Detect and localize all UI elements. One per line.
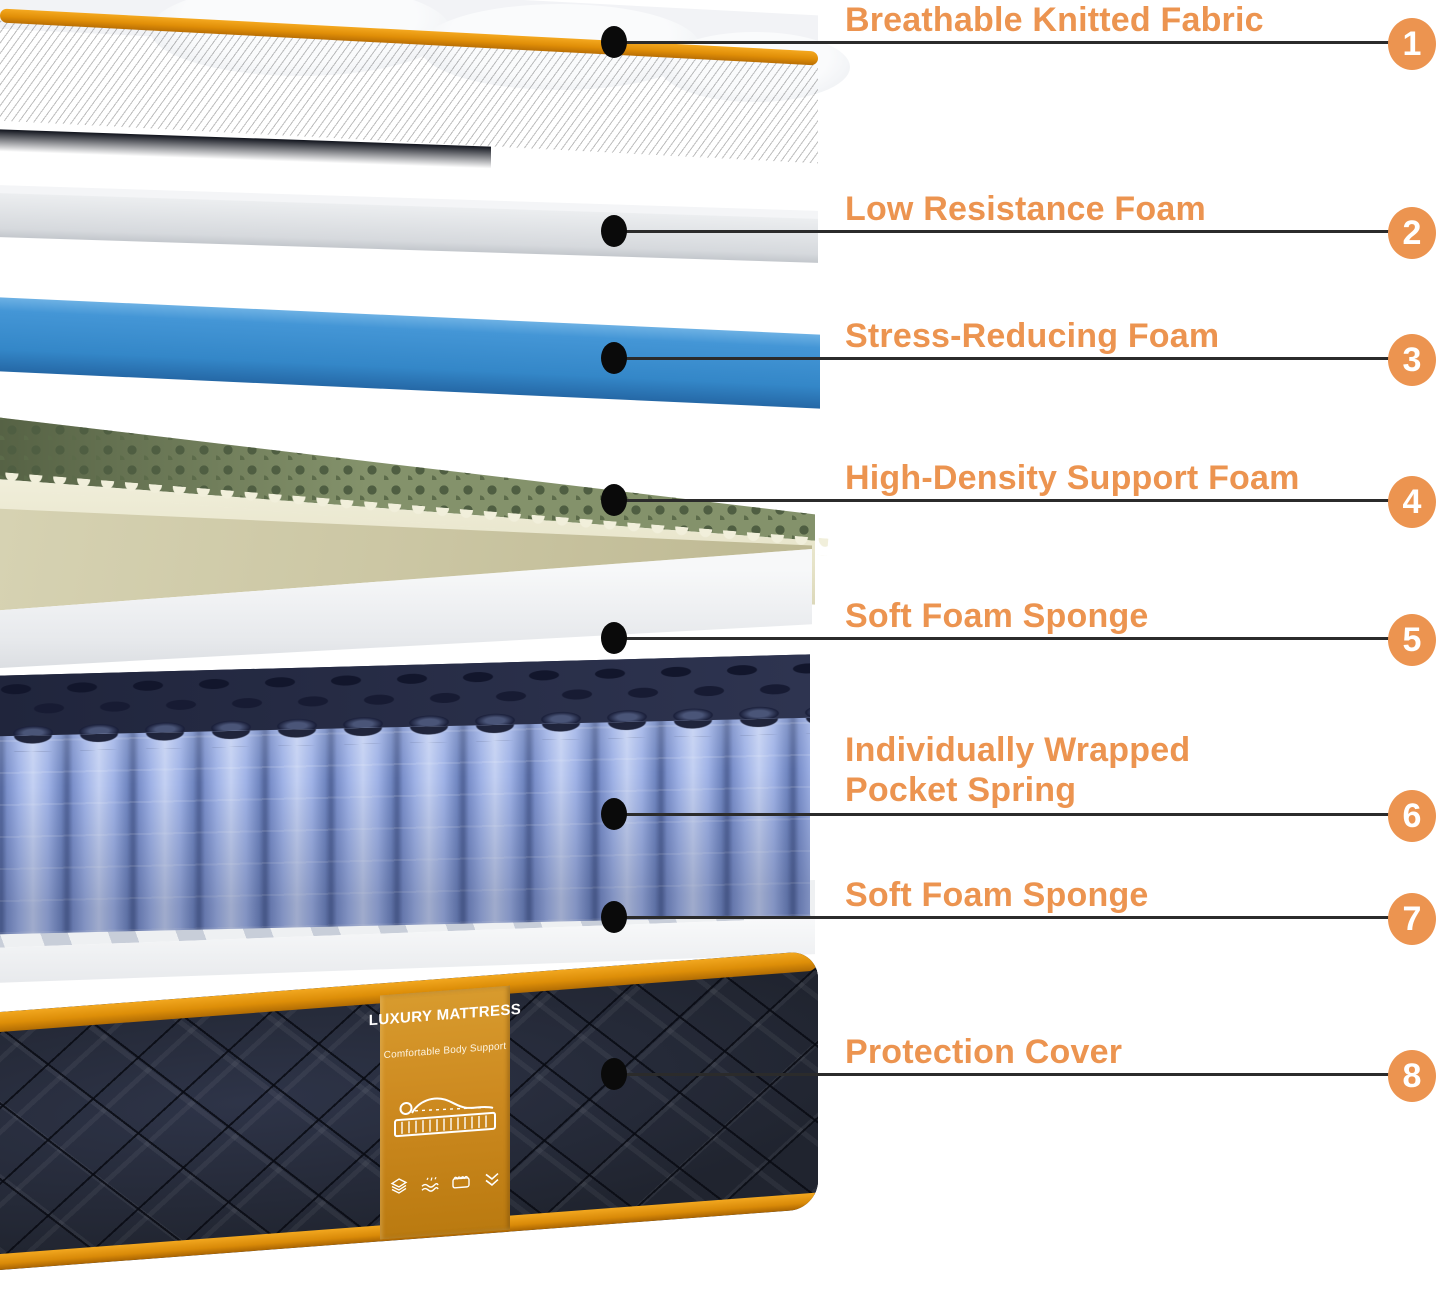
- callout-badge-8: 8: [1388, 1050, 1436, 1102]
- callout-line-8: [614, 1073, 1390, 1076]
- callout-badge-5: 5: [1388, 614, 1436, 666]
- comfort-mattress-icon: [450, 1170, 472, 1194]
- callout-label-3: Stress-Reducing Foam: [845, 317, 1220, 355]
- callout-badge-7: 7: [1388, 893, 1436, 945]
- callout-dot-4: [601, 484, 627, 516]
- breathability-icon: [419, 1172, 441, 1196]
- callout-label-8: Protection Cover: [845, 1033, 1123, 1071]
- callout-dot-2: [601, 215, 627, 247]
- layer-protection-cover: LUXURY MATTRESS Comfortable Body Support: [0, 950, 818, 1270]
- callout-badge-1: 1: [1388, 18, 1436, 70]
- callout-label-5: Soft Foam Sponge: [845, 597, 1149, 635]
- callout-line-6: [614, 813, 1390, 816]
- brand-tag: LUXURY MATTRESS Comfortable Body Support: [369, 985, 521, 1240]
- callout-line-7: [614, 916, 1390, 919]
- tag-feature-icons: [388, 1167, 503, 1198]
- callout-line-1: [614, 41, 1390, 44]
- callout-dot-5: [601, 622, 627, 654]
- callout-dot-8: [601, 1058, 627, 1090]
- layer-soft-foam-sponge-upper: [0, 500, 812, 675]
- quality-check-icon: [481, 1167, 503, 1191]
- callout-dot-7: [601, 901, 627, 933]
- callout-line-4: [614, 499, 1390, 502]
- callout-label-1: Breathable Knitted Fabric: [845, 1, 1264, 39]
- callout-label-6: Individually Wrapped Pocket Spring: [845, 731, 1191, 809]
- callout-badge-4: 4: [1388, 476, 1436, 528]
- callout-label-4: High-Density Support Foam: [845, 459, 1300, 497]
- callout-line-5: [614, 637, 1390, 640]
- sleeping-person-icon: [393, 1079, 497, 1146]
- layer-stress-reducing-foam: [0, 297, 820, 409]
- callout-dot-6: [601, 798, 627, 830]
- mattress-layers-icon: [388, 1174, 410, 1198]
- callout-line-3: [614, 357, 1390, 360]
- callout-label-7: Soft Foam Sponge: [845, 876, 1149, 914]
- callout-dot-1: [601, 26, 627, 58]
- callout-badge-2: 2: [1388, 207, 1436, 259]
- callout-badge-6: 6: [1388, 790, 1436, 842]
- callout-badge-3: 3: [1388, 334, 1436, 386]
- callout-line-2: [614, 230, 1390, 233]
- callout-label-2: Low Resistance Foam: [845, 190, 1206, 228]
- callout-dot-3: [601, 342, 627, 374]
- layer-breathable-knitted-fabric: [0, 0, 850, 200]
